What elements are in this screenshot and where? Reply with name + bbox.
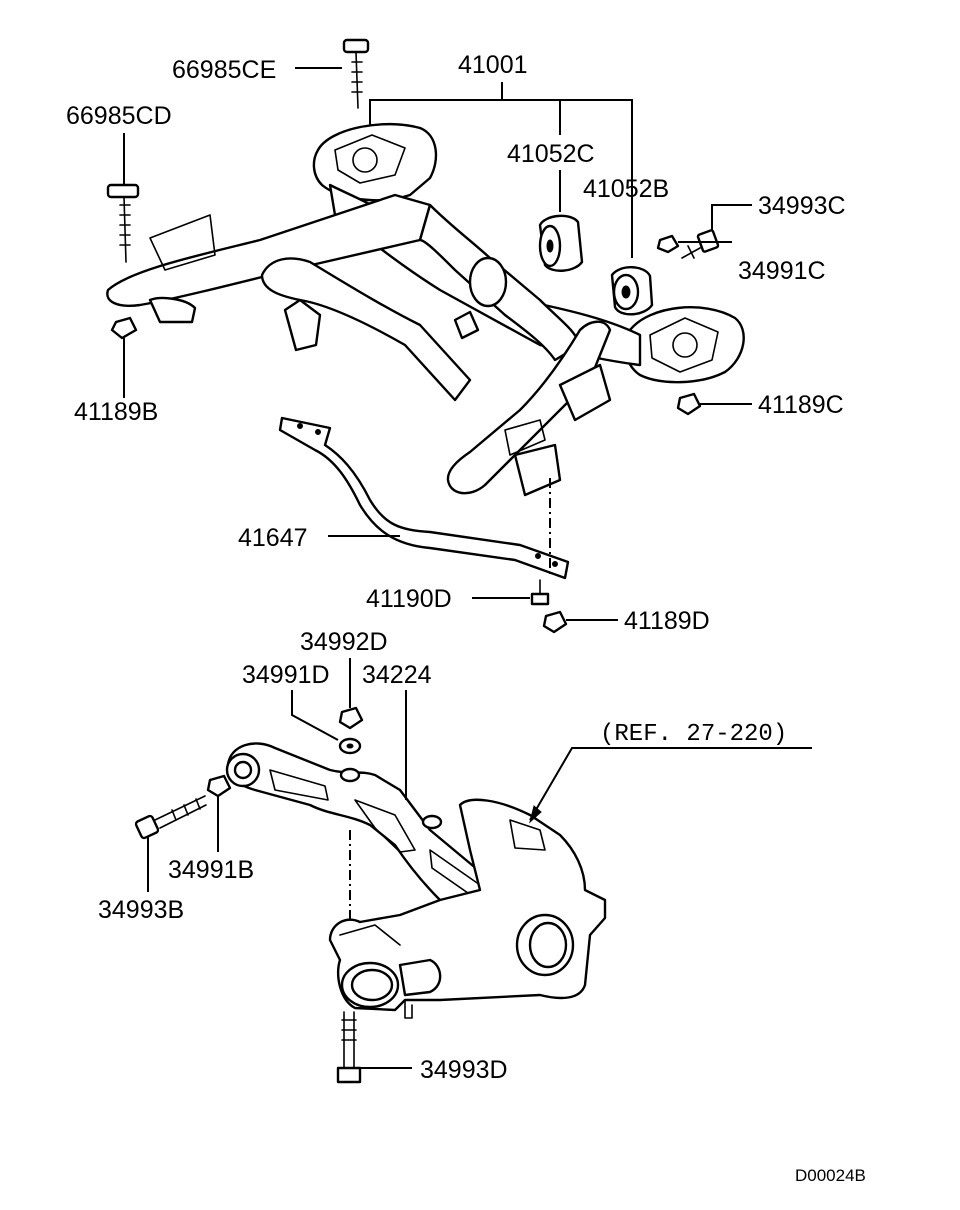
washer-34992d-icon: [338, 706, 364, 730]
label-41189c[interactable]: 41189C: [758, 391, 844, 419]
label-66985cd[interactable]: 66985CD: [66, 102, 172, 130]
label-34993c[interactable]: 34993C: [758, 192, 846, 220]
nut-34991c-icon: [656, 234, 680, 254]
bushing-41052b: [610, 266, 654, 316]
label-66985ce[interactable]: 66985CE: [172, 56, 276, 84]
label-41189b[interactable]: 41189B: [74, 398, 158, 426]
stay-41647: [278, 416, 570, 580]
bushing-41052c: [538, 214, 584, 272]
label-ref[interactable]: (REF. 27-220): [600, 721, 787, 748]
label-41001[interactable]: 41001: [458, 51, 528, 79]
label-41647[interactable]: 41647: [238, 524, 308, 552]
bolt-34993c-icon: [681, 229, 720, 259]
label-34991c[interactable]: 34991C: [738, 257, 826, 285]
label-34991d[interactable]: 34991D: [242, 661, 330, 689]
nut-34991d-icon: [338, 737, 362, 755]
differential-housing: [328, 798, 607, 1019]
label-34224[interactable]: 34224: [362, 661, 432, 689]
label-41190d[interactable]: 41190D: [366, 585, 452, 613]
nut-34991b-icon: [206, 774, 232, 798]
diagram-code: D00024B: [795, 1166, 866, 1185]
part-labels: 41001 66985CE 66985CD 41052C 41052B 3499…: [66, 51, 866, 1185]
nut-41189b-icon: [110, 316, 138, 340]
leader-lines: [123, 67, 812, 1069]
nut-41189c-icon: [676, 392, 702, 416]
bolt-66985ce-icon: [342, 38, 370, 109]
bolt-34993b-icon: [134, 795, 207, 840]
bolt-34993d-icon: [336, 1011, 362, 1084]
label-34993b[interactable]: 34993B: [98, 896, 184, 924]
label-41052c[interactable]: 41052C: [507, 140, 595, 168]
crossmember-assembly: [106, 122, 745, 497]
label-34991b[interactable]: 34991B: [168, 856, 254, 884]
label-34993d[interactable]: 34993D: [420, 1056, 508, 1084]
label-41189d[interactable]: 41189D: [624, 607, 710, 635]
bolt-41190d-icon: [530, 579, 550, 606]
label-34992d[interactable]: 34992D: [300, 628, 388, 656]
bolt-66985cd-icon: [106, 183, 140, 263]
label-41052b[interactable]: 41052B: [583, 175, 669, 203]
nut-41189d-icon: [542, 610, 568, 634]
